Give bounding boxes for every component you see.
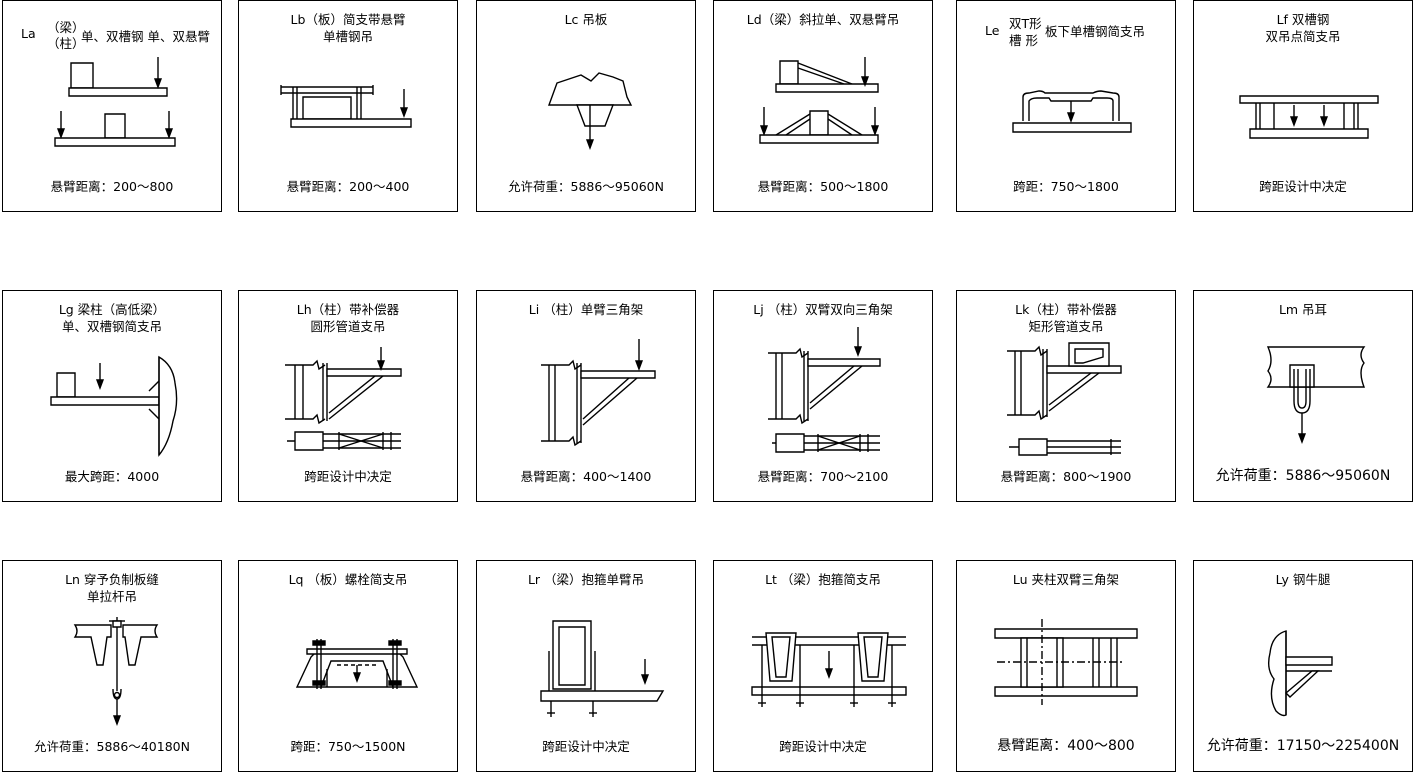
panel-lc-note: 允许荷重：5886～95060N	[508, 179, 664, 194]
panel-lb: Lb（板）简支带悬臂单槽钢吊 悬臂距离：200～400	[238, 0, 458, 212]
panel-lf-title: Lf 双槽钢双吊点简支吊	[1265, 12, 1341, 44]
panel-lt-diagram	[714, 561, 932, 771]
panel-lb-diagram	[239, 1, 457, 211]
panel-lt: Lt （梁）抱箍简支吊 跨距设计中决定	[713, 560, 933, 772]
panel-ln-diagram	[3, 561, 221, 771]
panel-li-title: Li （柱）单臂三角架	[528, 302, 644, 317]
panel-lq-note: 跨距：750～1500N	[290, 739, 406, 754]
panel-ly: Ly 钢牛腿 允许荷重：17150～225400N	[1193, 560, 1413, 772]
panel-lj-diagram	[714, 291, 932, 501]
panel-lk-title: Lk（柱）带补偿器矩形管道支吊	[1015, 302, 1117, 334]
panel-lk-note: 悬臂距离：800～1900	[1000, 469, 1132, 484]
panel-ln: Ln 穿予负制板缝单拉杆吊 允许荷重：5886～40180N	[2, 560, 222, 772]
panel-lm: Lm 吊耳 允许荷重：5886～95060N	[1193, 290, 1413, 502]
panel-lj: Lj （柱）双臂双向三角架 悬臂距离：700～2100	[713, 290, 933, 502]
panel-lk: Lk（柱）带补偿器矩形管道支吊 悬臂距离：800～1900	[956, 290, 1176, 502]
panel-lf-note: 跨距设计中决定	[1259, 179, 1347, 194]
panel-lj-note: 悬臂距离：700～2100	[757, 469, 889, 484]
panel-le-diagram	[957, 1, 1175, 211]
panel-le-note: 跨距：750～1800	[1013, 179, 1119, 194]
panel-ln-title: Ln 穿予负制板缝单拉杆吊	[65, 572, 159, 604]
panel-lm-title: Lm 吊耳	[1278, 302, 1328, 317]
panel-lq-title: Lq （板）螺栓简支吊	[288, 572, 408, 587]
panel-li: Li （柱）单臂三角架 悬臂距离：400～1400	[476, 290, 696, 502]
panel-la-note: 悬臂距离：200～800	[50, 179, 174, 194]
panel-ly-note: 允许荷重：17150～225400N	[1206, 738, 1400, 754]
panel-lr-title: Lr （梁）抱箍单臂吊	[527, 572, 645, 587]
panel-lh-note: 跨距设计中决定	[304, 469, 392, 484]
panel-lt-note: 跨距设计中决定	[779, 739, 867, 754]
panel-lg-note: 最大跨距：4000	[64, 469, 160, 484]
panel-ly-title: Ly 钢牛腿	[1275, 572, 1331, 587]
panel-lc-title: Lc 吊板	[564, 12, 608, 27]
panel-ld-title: Ld（梁）斜拉单、双悬臂吊	[746, 12, 900, 27]
panel-la: La （梁） （柱） 单、双槽钢 单、双悬臂 悬臂距离：200～800	[2, 0, 222, 212]
panel-lb-title: Lb（板）简支带悬臂单槽钢吊	[290, 12, 406, 44]
panel-lq-diagram	[239, 561, 457, 771]
panel-lf-diagram	[1194, 1, 1412, 211]
panel-lt-title: Lt （梁）抱箍简支吊	[765, 572, 881, 587]
panel-ld-note: 悬臂距离：500～1800	[757, 179, 889, 194]
panel-lr-note: 跨距设计中决定	[542, 739, 630, 754]
panel-lf: Lf 双槽钢双吊点简支吊 跨距设计中决定	[1193, 0, 1413, 212]
panel-lg-diagram	[3, 291, 221, 501]
panel-lu-title: Lu 夹柱双臂三角架	[1012, 572, 1120, 587]
panel-lc: Lc 吊板 允许荷重：5886～95060N	[476, 0, 696, 212]
panel-la-diagram	[3, 1, 221, 211]
panel-li-note: 悬臂距离：400～1400	[520, 469, 652, 484]
panel-lm-diagram	[1194, 291, 1412, 501]
panel-lr-diagram	[477, 561, 695, 771]
panel-lc-diagram	[477, 1, 695, 211]
panel-ly-diagram	[1194, 561, 1412, 771]
panel-li-diagram	[477, 291, 695, 501]
panel-lu: Lu 夹柱双臂三角架 悬臂距离：400～800	[956, 560, 1176, 772]
panel-lb-note: 悬臂距离：200～400	[286, 179, 410, 194]
panel-lu-note: 悬臂距离：400～800	[997, 738, 1135, 754]
panel-lk-diagram	[957, 291, 1175, 501]
panel-lu-diagram	[957, 561, 1175, 771]
panel-lq: Lq （板）螺栓简支吊 跨距：750～1500N	[238, 560, 458, 772]
panel-lg-title: Lg 梁柱（高低梁）单、双槽钢简支吊	[58, 302, 166, 334]
panel-lm-note: 允许荷重：5886～95060N	[1215, 468, 1391, 484]
panel-le: Le 双T形 槽 形 板下单槽钢简支吊 跨距：750～1800	[956, 0, 1176, 212]
panel-lj-title: Lj （柱）双臂双向三角架	[753, 302, 893, 317]
panel-lh-diagram	[239, 291, 457, 501]
panel-lg: Lg 梁柱（高低梁）单、双槽钢简支吊 最大跨距：4000	[2, 290, 222, 502]
panel-ld: Ld（梁）斜拉单、双悬臂吊 悬臂距离：500～1800	[713, 0, 933, 212]
panel-ln-note: 允许荷重：5886～40180N	[34, 739, 190, 754]
panel-lh-title: Lh（柱）带补偿器圆形管道支吊	[296, 302, 400, 334]
panel-lh: Lh（柱）带补偿器圆形管道支吊 跨距设计中决定	[238, 290, 458, 502]
panel-ld-diagram	[714, 1, 932, 211]
panel-lr: Lr （梁）抱箍单臂吊 跨距设计中决定	[476, 560, 696, 772]
